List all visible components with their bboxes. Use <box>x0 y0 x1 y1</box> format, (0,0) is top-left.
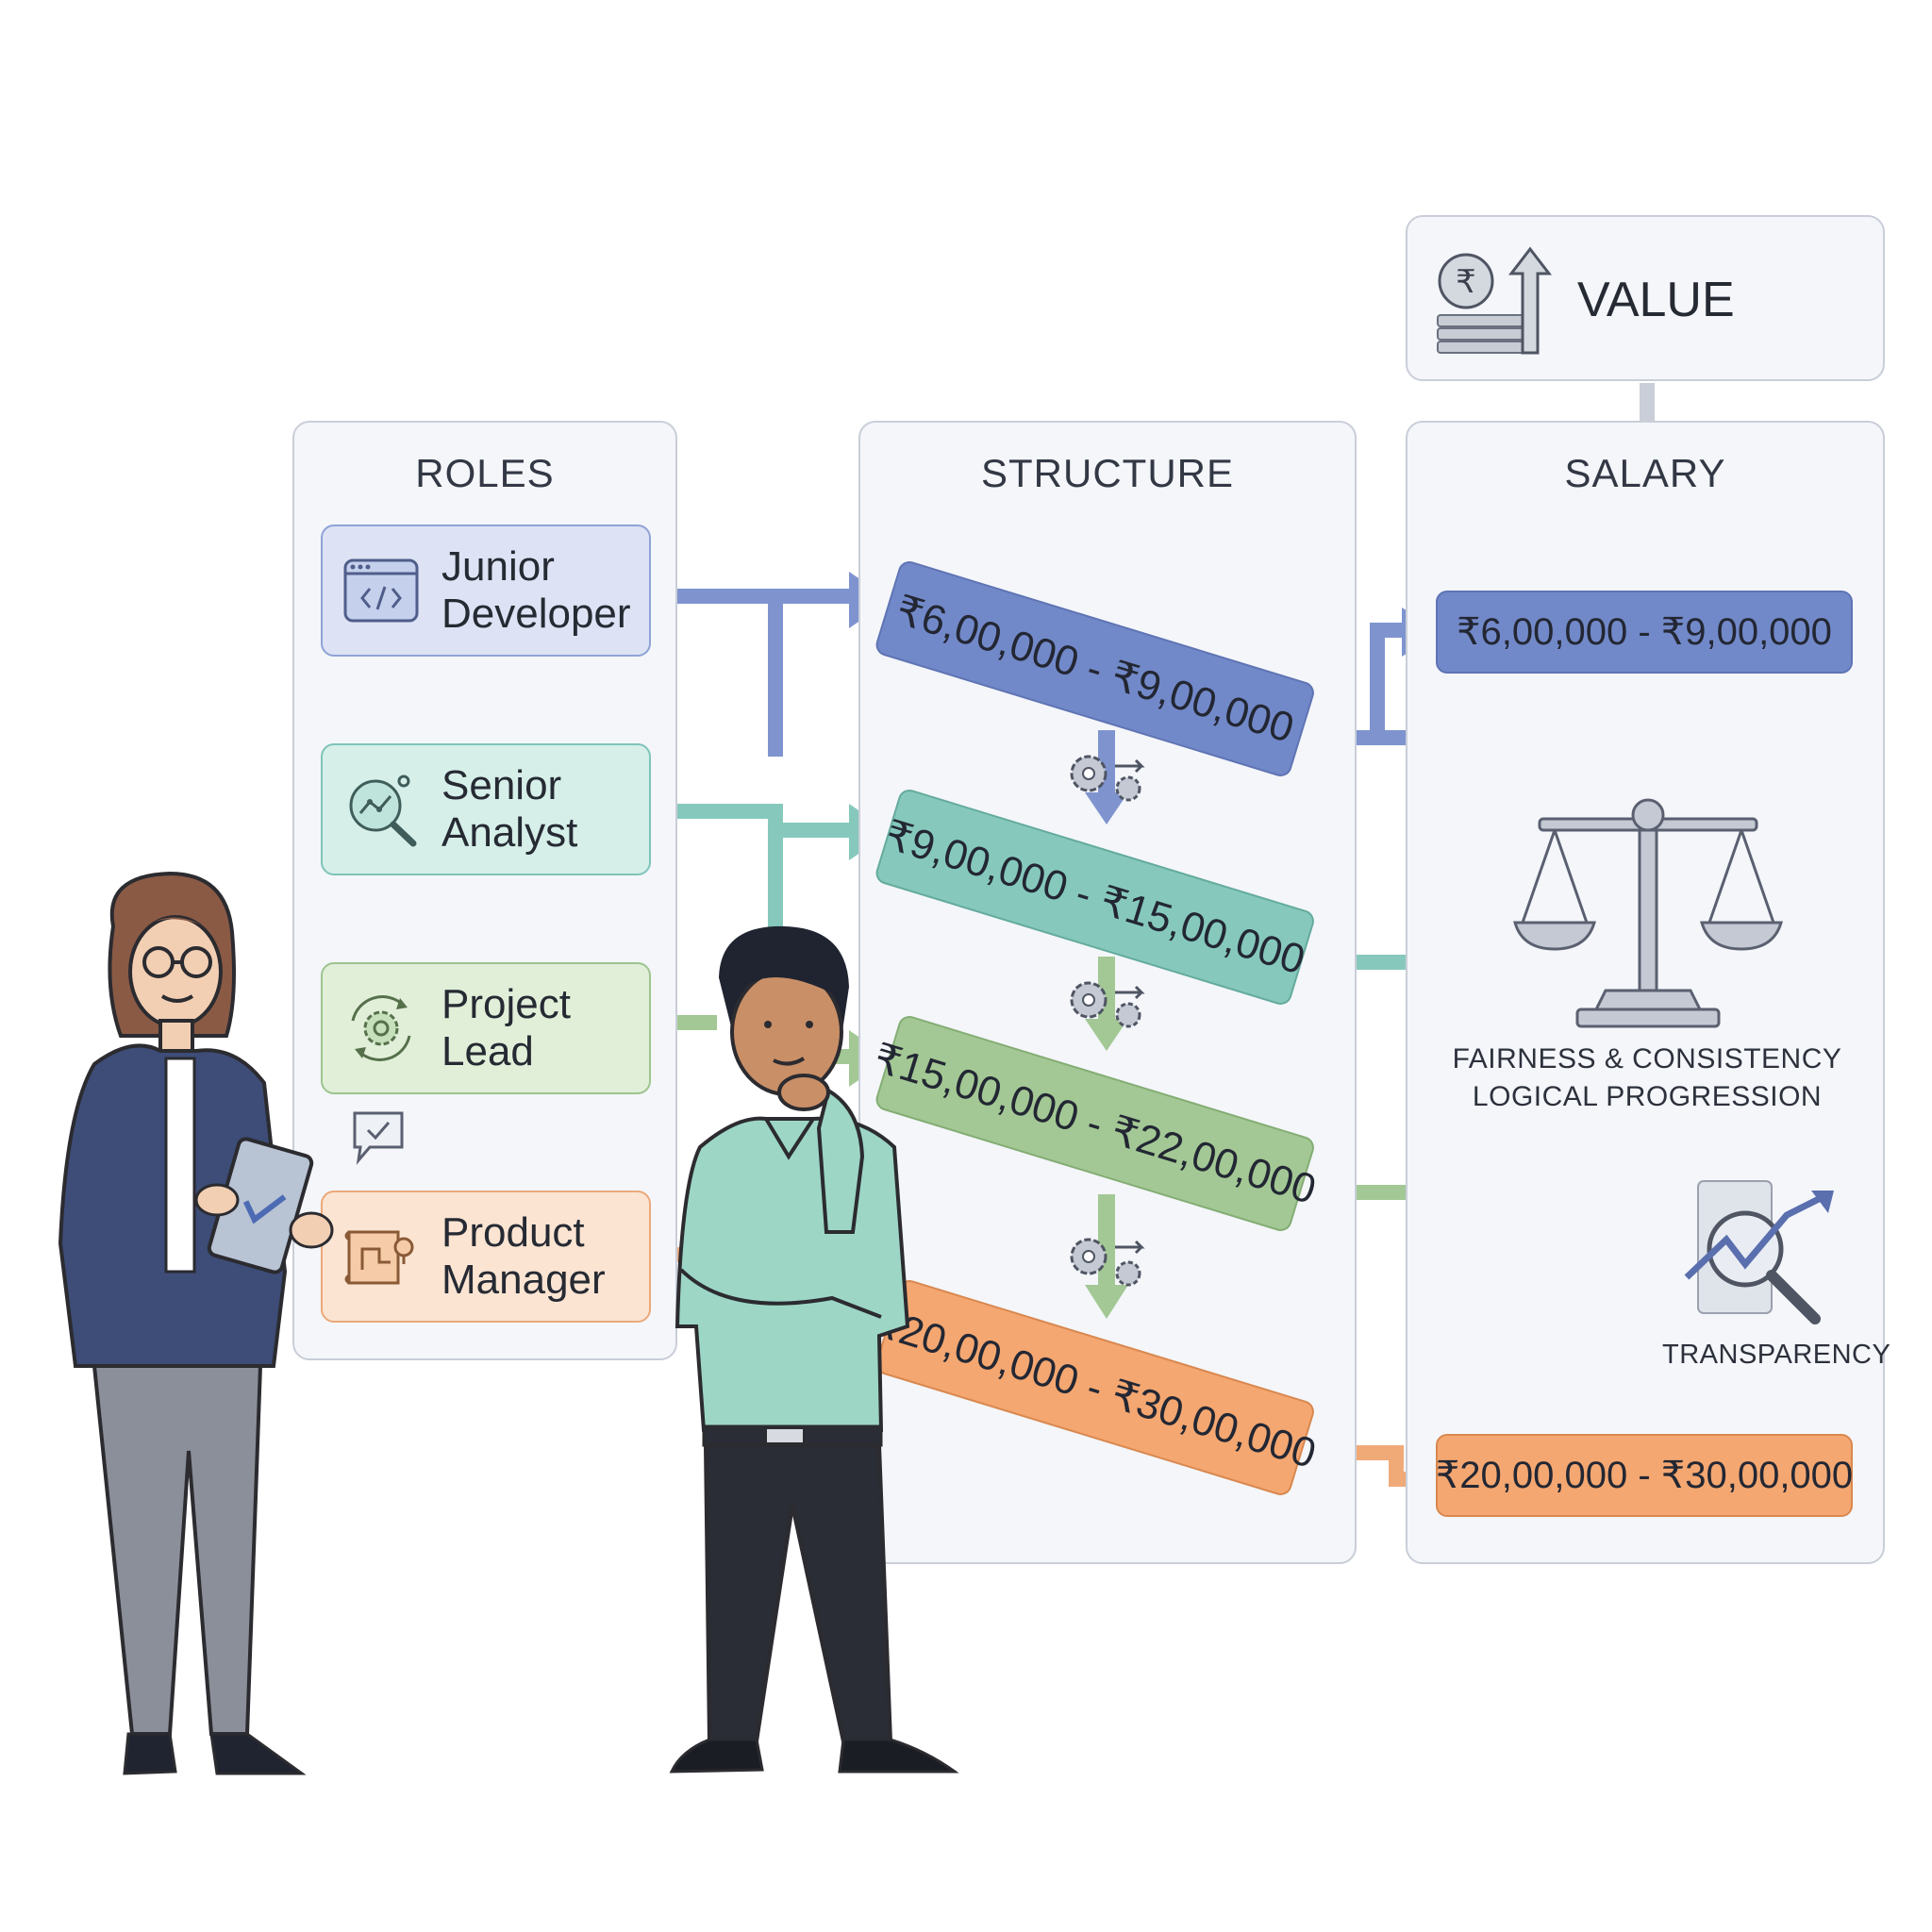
role-label: Product Manager <box>441 1209 606 1303</box>
role-card-product-manager: Product Manager <box>321 1191 651 1323</box>
gear-transition-icon-1 <box>1070 730 1145 824</box>
code-window-icon <box>343 558 419 623</box>
gear-transition-icon-2 <box>1070 957 1145 1051</box>
role-card-junior-developer: Junior Developer <box>321 525 651 657</box>
magnifier-chart-icon <box>349 774 417 847</box>
transparency-caption: TRANSPARENCY <box>1662 1340 1891 1370</box>
man-thinking-illustration <box>669 925 959 1774</box>
connector-analyst <box>651 804 783 943</box>
chat-check-icon <box>353 1111 404 1165</box>
fairness-caption-line2: LOGICAL PROGRESSION <box>1472 1081 1823 1112</box>
rupee-coin-growth-icon: ₹ <box>1437 246 1553 355</box>
fairness-caption-line1: FAIRNESS & CONSISTENCY <box>1452 1043 1842 1074</box>
value-box: ₹ VALUE <box>1406 215 1885 381</box>
salary-band-top: ₹6,00,000 - ₹9,00,000 <box>1436 591 1853 674</box>
role-label: Project Lead <box>441 981 571 1074</box>
roles-panel: ROLES Junior Developer Senior Analyst <box>292 421 677 1360</box>
salary-panel: SALARY ₹6,00,000 - ₹9,00,000 FAIRNESS & … <box>1406 421 1890 1564</box>
gear-transition-icon-3 <box>1070 1194 1145 1319</box>
value-label: VALUE <box>1577 273 1735 327</box>
salary-band-bottom: ₹20,00,000 - ₹30,00,000 <box>1436 1434 1853 1517</box>
role-label: Senior Analyst <box>441 762 578 856</box>
role-label: Junior Developer <box>441 543 631 637</box>
transparency-chart-icon <box>1684 1180 1834 1324</box>
structure-panel-title: STRUCTURE <box>981 451 1234 495</box>
role-card-project-lead: Project Lead <box>321 962 651 1094</box>
salary-panel-title: SALARY <box>1564 451 1726 495</box>
connector-structure-1-up <box>1370 623 1406 738</box>
roles-panel-title: ROLES <box>415 451 555 495</box>
svg-text:₹: ₹ <box>1456 263 1476 301</box>
woman-with-tablet-illustration <box>58 871 334 1775</box>
role-card-senior-analyst: Senior Analyst <box>321 743 651 875</box>
balance-scale-icon <box>1513 798 1783 1028</box>
roadmap-icon <box>344 1230 414 1285</box>
gear-cycle-icon <box>351 995 411 1061</box>
